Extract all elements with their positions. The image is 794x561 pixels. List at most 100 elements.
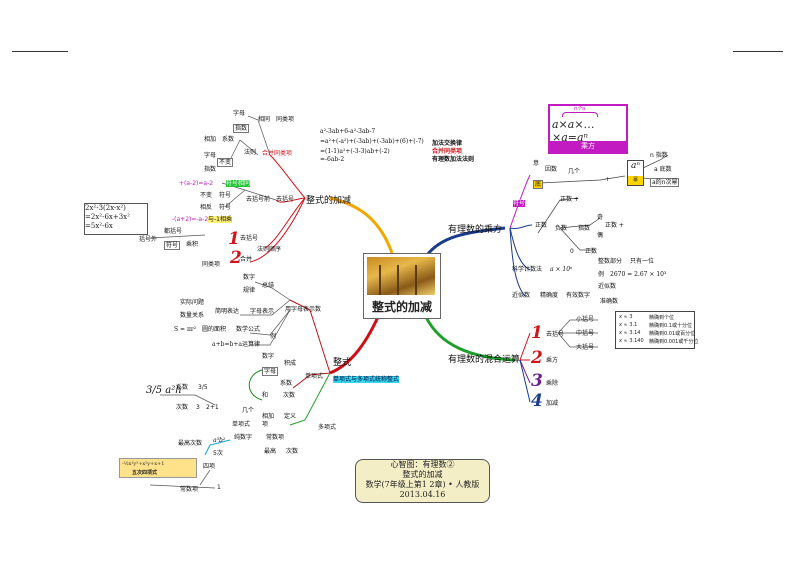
node-monomial: 单项式 bbox=[305, 373, 324, 380]
node-jicheng: 积成 bbox=[284, 360, 297, 367]
branch-mixed-ops[interactable]: 有理数的混合运算 bbox=[448, 355, 521, 365]
rule-plus: +(a-2)=a-2 bbox=[179, 180, 214, 187]
step-number-2: 2 bbox=[230, 248, 242, 268]
node-shuliang: 数量关系 bbox=[180, 312, 205, 319]
node-near: 准确数 bbox=[600, 298, 619, 305]
node-xiangshu: 四项 bbox=[203, 463, 216, 470]
bracket-small: 小括号 bbox=[576, 316, 595, 323]
node-yuan: 圆的面积 bbox=[202, 326, 227, 333]
node-zimu2: 字母 bbox=[204, 152, 217, 159]
power-brace bbox=[562, 112, 598, 117]
poly-expr: -½x²y³+x²y+x+1 bbox=[122, 461, 165, 467]
node-zhishu2: 指数 bbox=[204, 166, 217, 173]
node-chengji: 乘积 bbox=[186, 241, 199, 248]
node-butong: 不变 bbox=[200, 192, 213, 199]
node-jige: 几个 bbox=[242, 407, 255, 414]
node-shiji: 实际问题 bbox=[180, 299, 205, 306]
an-symbol: aⁿ bbox=[630, 161, 640, 171]
node-zuigaocishu: 最高次数 bbox=[178, 440, 203, 447]
node-base: a 底数 bbox=[654, 166, 672, 173]
node-qukuohao: 去括号前 bbox=[246, 196, 271, 203]
example-expression-box: 2x²-3(2x-x²) =2x²-6x+3x² =5x²-6x bbox=[84, 203, 148, 235]
law-line-1: 加法交换律 bbox=[432, 140, 463, 147]
node-danxiang: 单项式 bbox=[232, 421, 251, 428]
node-zuigaoxiang: a³b² bbox=[213, 437, 226, 444]
step-qukuohao: 去括号 bbox=[240, 235, 259, 242]
node-sci-formula: a × 10ⁿ bbox=[550, 266, 573, 273]
power-formula: a×a×…×a=aⁿ bbox=[552, 118, 595, 144]
approx-row3-val: x ≈ 3.14 bbox=[619, 330, 641, 336]
footer-line-2: 整式的加减 bbox=[402, 470, 443, 479]
node-cishu-label: 次数 bbox=[176, 404, 189, 411]
approximation-table: x ≈ 3 精确到个位 x ≈ 3.1 精确到0.1或十分位 x ≈ 3.14 … bbox=[615, 311, 699, 349]
node-zero: 0 bbox=[570, 248, 574, 255]
node-shuzi: 数字 bbox=[243, 274, 256, 281]
node-changshuxiang: 常数项 bbox=[266, 434, 285, 441]
node-shuzi2: 数字 bbox=[262, 353, 275, 360]
central-title: 整式的加减 bbox=[371, 300, 432, 314]
central-topic[interactable]: 整式的加减 bbox=[363, 253, 441, 319]
node-one-digit: 只有一位 bbox=[630, 258, 655, 265]
branch-rational-power[interactable]: 有理数的乘方 bbox=[448, 225, 503, 235]
node-zhengshu2: 正数 bbox=[535, 222, 548, 229]
node-li: 例 bbox=[270, 333, 277, 340]
node-odd: 奇 bbox=[597, 214, 604, 221]
node-biaoda: 简明表达 bbox=[215, 308, 240, 315]
node-zimu-b: 字母 bbox=[262, 367, 279, 376]
step-hebing: 合并 bbox=[240, 256, 253, 263]
node-fuhao: 符号 bbox=[219, 192, 232, 199]
node-zhishu: 指数 bbox=[578, 225, 591, 232]
node-shuxue: 数学公式 bbox=[236, 326, 261, 333]
calc-line-1: a²-3ab+6-a²-3ab-7 bbox=[320, 128, 376, 135]
node-xishu-label: 系数 bbox=[176, 384, 189, 391]
mixed-number-2: 2 bbox=[531, 348, 543, 368]
node-guilv: 规律 bbox=[243, 287, 256, 294]
node-fu: 符号 bbox=[513, 200, 526, 207]
mixed-number-1: 1 bbox=[531, 323, 543, 343]
footer-line-1: 心智图：有理数② bbox=[390, 460, 455, 469]
footer-card: 心智图：有理数② 整式的加减 数学(7年级上第1 2章) • 人教版 2013.… bbox=[355, 459, 490, 503]
approx-row2-desc: 精确到0.1或十分位 bbox=[649, 323, 692, 329]
node-dingyi: 定义 bbox=[284, 413, 297, 420]
an-label: 幂 bbox=[628, 176, 643, 185]
mixed-step-2: 乘方 bbox=[546, 357, 559, 364]
approx-row4-desc: 精确到0.001或千分位 bbox=[649, 339, 699, 345]
approx-row4-val: x ≈ 3.140 bbox=[619, 338, 644, 344]
node-zimubiaoshi: 字母表示 bbox=[250, 308, 275, 315]
mixed-step-1: 去括号 bbox=[546, 331, 565, 338]
node-tongleixiang: 同类项 bbox=[276, 116, 295, 123]
integral-tag: 单项式与多项式统称整式 bbox=[333, 376, 400, 383]
branch-add-sub[interactable]: 整式的加减 bbox=[306, 196, 352, 206]
node-wuci: 5次 bbox=[213, 450, 223, 457]
branch-integral-expr[interactable]: 整式 bbox=[333, 358, 352, 368]
node-tongleixiang2: 同类项 bbox=[202, 261, 221, 268]
node-jiexu: 法则顺序 bbox=[257, 246, 282, 253]
polynomial-example: -½x²y³+x²y+x+1 五次四项式 bbox=[119, 458, 197, 478]
node-yongzimu: 用字母表示数 bbox=[285, 306, 322, 313]
node-yinshu: 因数 bbox=[545, 166, 558, 173]
top-left-rule bbox=[12, 51, 68, 52]
node-gongshi: S = πr² bbox=[174, 326, 197, 333]
node-xiangtong: 相同 bbox=[258, 116, 271, 123]
power-count: n个a bbox=[574, 106, 586, 112]
node-buhanzimu: 纯数字 bbox=[234, 434, 253, 441]
node-fu-result: 正数 + bbox=[605, 222, 624, 229]
green-tag: 符号相同 bbox=[226, 180, 251, 187]
top-right-rule bbox=[733, 51, 783, 52]
node-fuhao-b: 符号 bbox=[219, 204, 232, 211]
node-jige: 几个 bbox=[568, 168, 581, 175]
node-xiangjia: 相加 bbox=[204, 136, 217, 143]
node-xishu-val: 3/5 bbox=[198, 384, 208, 391]
mixed-step-4: 加减 bbox=[546, 400, 559, 407]
node-xishu: 系数 bbox=[222, 136, 235, 143]
node-xiangfan: 相反 bbox=[200, 204, 213, 211]
node-whole-part: 整数部分 bbox=[598, 258, 623, 265]
calc-line-2: =a²+(-a²)+(-3ab)+(-3ab)+(6)+(-7) bbox=[320, 138, 424, 145]
approx-row1-val: x ≈ 3 bbox=[619, 314, 633, 320]
poly-name: 五次四项式 bbox=[132, 470, 158, 476]
node-fa-law: 运算律 bbox=[242, 341, 261, 348]
law-line-2: 合并同类项 bbox=[432, 148, 463, 155]
node-coef-expr: 3/5 a²h bbox=[146, 385, 182, 396]
node-even: 偶 bbox=[597, 232, 604, 239]
node-changshu-val: 1 bbox=[217, 484, 221, 491]
